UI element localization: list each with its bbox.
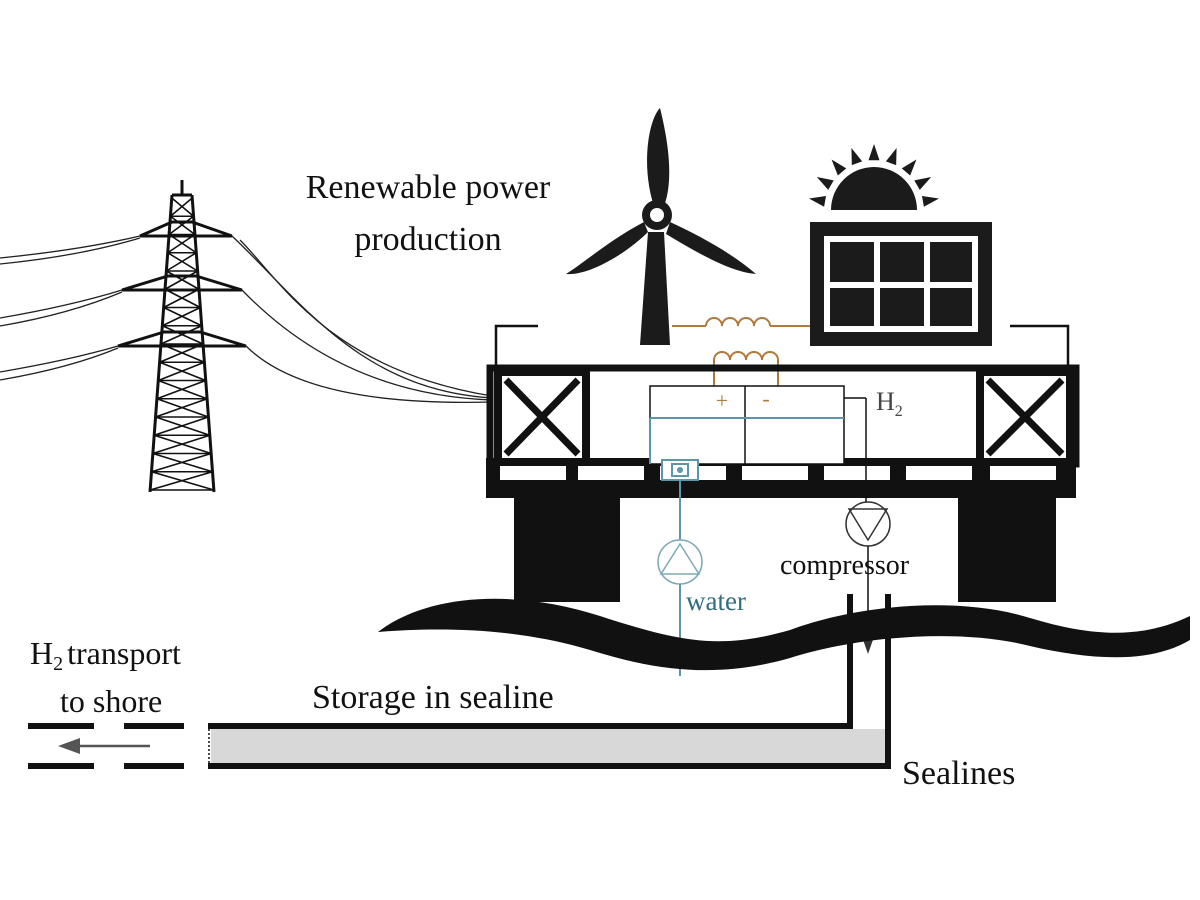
- sun-ray: [868, 144, 880, 161]
- compressor-icon: [845, 501, 891, 547]
- transmission-tower-icon: [117, 180, 247, 493]
- sealine-pipes: [208, 594, 891, 769]
- storage-label: Storage in sealine: [312, 679, 554, 716]
- sun-ray: [851, 147, 863, 166]
- sea-wave: [378, 598, 1190, 671]
- cathode-minus-label: -: [762, 386, 769, 411]
- sun-icon: [809, 144, 939, 210]
- sun-ray: [831, 159, 847, 176]
- water-intake-module: [661, 459, 699, 540]
- wind-turbine-icon: [566, 108, 756, 345]
- sun-ray: [809, 195, 827, 207]
- solar-panel-icon: [810, 222, 992, 346]
- anode-plus-label: +: [716, 388, 728, 413]
- sun-ray: [885, 147, 897, 166]
- arrow-left-icon: [58, 738, 150, 754]
- renewable-title-line2: production: [354, 221, 501, 258]
- offshore-platform: [486, 324, 1080, 602]
- cross-brace-right: [976, 368, 1074, 466]
- renewable-title-line1: Renewable power: [306, 169, 551, 206]
- sealine-storage-fill: [211, 729, 885, 763]
- cross-brace-left: [494, 368, 590, 466]
- transport-label-line2: to shore: [60, 683, 162, 719]
- water-label: water: [686, 586, 746, 616]
- sun-ray: [921, 195, 939, 207]
- sun-ray: [914, 177, 932, 190]
- sun-ray: [901, 159, 917, 176]
- water-pump-icon: [657, 539, 703, 585]
- sun-ray: [816, 177, 834, 190]
- power-lines: [0, 235, 493, 403]
- transformer-coil-icon: [672, 317, 810, 392]
- sealines-label: Sealines: [902, 755, 1015, 792]
- shore-pipe-segments: [28, 723, 184, 769]
- electrolyser: [649, 385, 866, 465]
- compressor-label: compressor: [780, 550, 910, 581]
- h2-label: H2: [876, 387, 903, 420]
